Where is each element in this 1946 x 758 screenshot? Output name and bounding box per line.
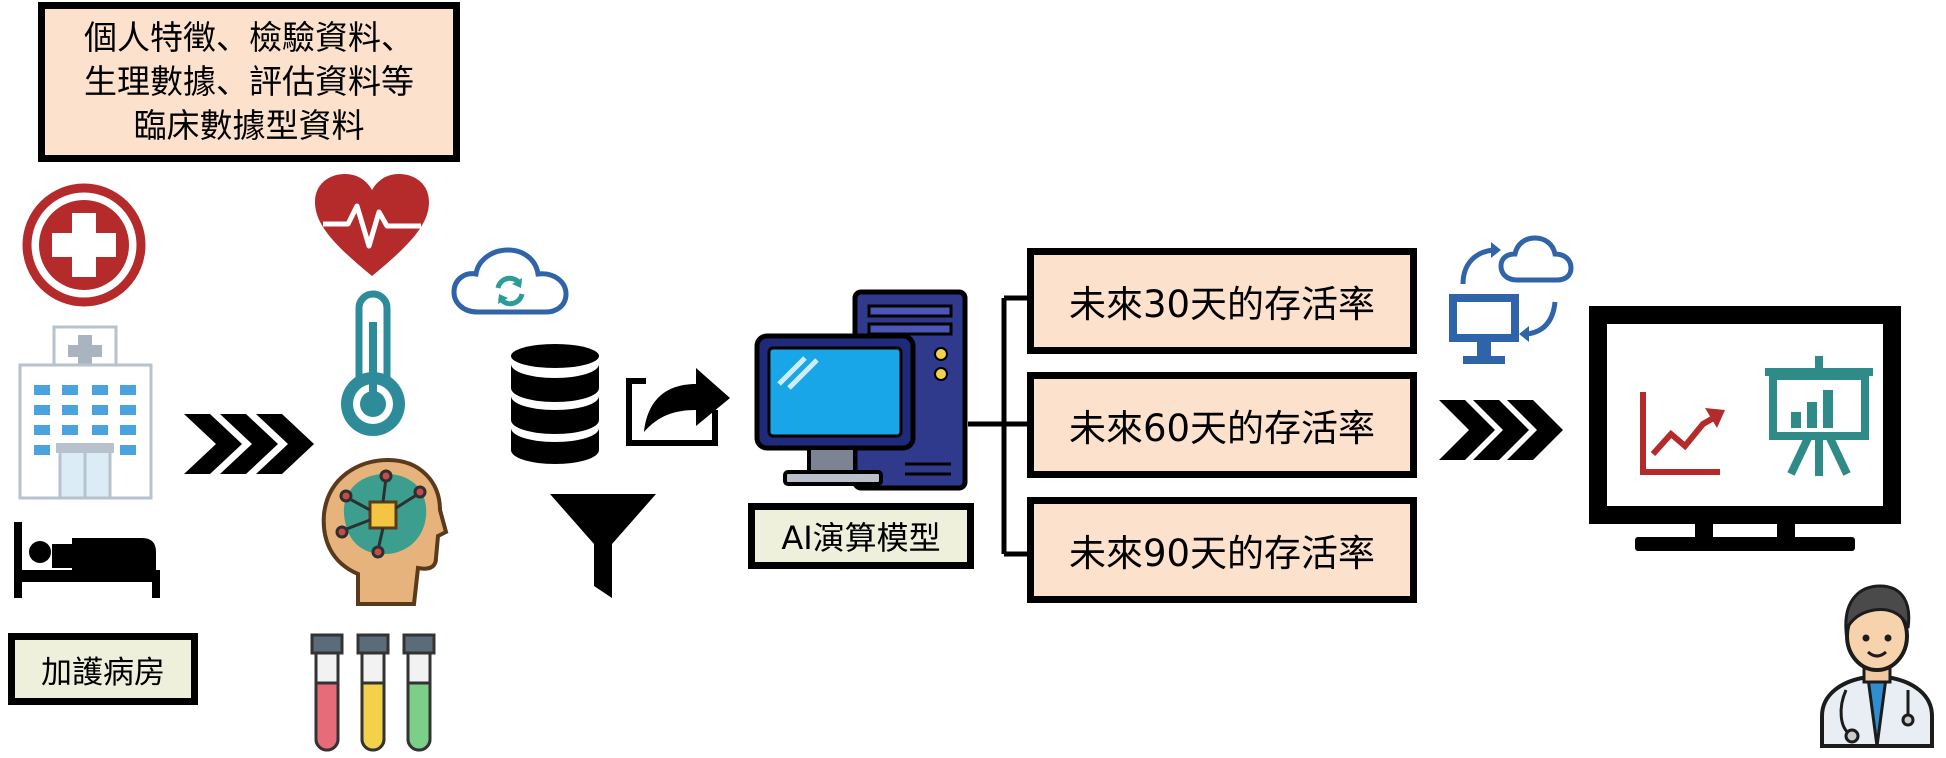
export-icon bbox=[626, 368, 730, 446]
output-30-day: 未來30天的存活率 bbox=[1027, 248, 1417, 354]
data-types-box: 個人特徵、檢驗資料、 生理數據、評估資料等 臨床數據型資料 bbox=[38, 2, 460, 162]
sync-computer-icon bbox=[1449, 235, 1574, 364]
cloud-sync-icon bbox=[451, 247, 569, 315]
data-types-line-3: 臨床數據型資料 bbox=[133, 106, 365, 145]
doctor-icon bbox=[1820, 584, 1934, 748]
output-60-day: 未來60天的存活率 bbox=[1027, 372, 1417, 478]
output-90-day: 未來90天的存活率 bbox=[1027, 497, 1417, 603]
data-types-line-1: 個人特徵、檢驗資料、 bbox=[84, 18, 414, 57]
chevron-arrows-icon bbox=[1439, 400, 1563, 460]
hospital-icon bbox=[18, 325, 153, 500]
chevron-arrows-icon bbox=[184, 414, 314, 474]
bed-icon bbox=[14, 522, 160, 598]
computer-icon bbox=[754, 289, 968, 491]
test-tubes-icon bbox=[310, 633, 436, 752]
thermometer-icon bbox=[341, 290, 405, 436]
data-types-line-2: 生理數據、評估資料等 bbox=[84, 62, 414, 101]
monitor-icon bbox=[1589, 306, 1901, 551]
medical-cross-icon bbox=[22, 183, 146, 307]
icu-label: 加護病房 bbox=[8, 633, 198, 705]
database-icon bbox=[511, 344, 599, 464]
heartbeat-icon bbox=[315, 174, 429, 276]
ai-brain-icon bbox=[321, 457, 449, 606]
connector-bracket bbox=[968, 295, 1028, 557]
ai-model-label: AI演算模型 bbox=[748, 503, 974, 569]
filter-icon bbox=[550, 494, 656, 598]
